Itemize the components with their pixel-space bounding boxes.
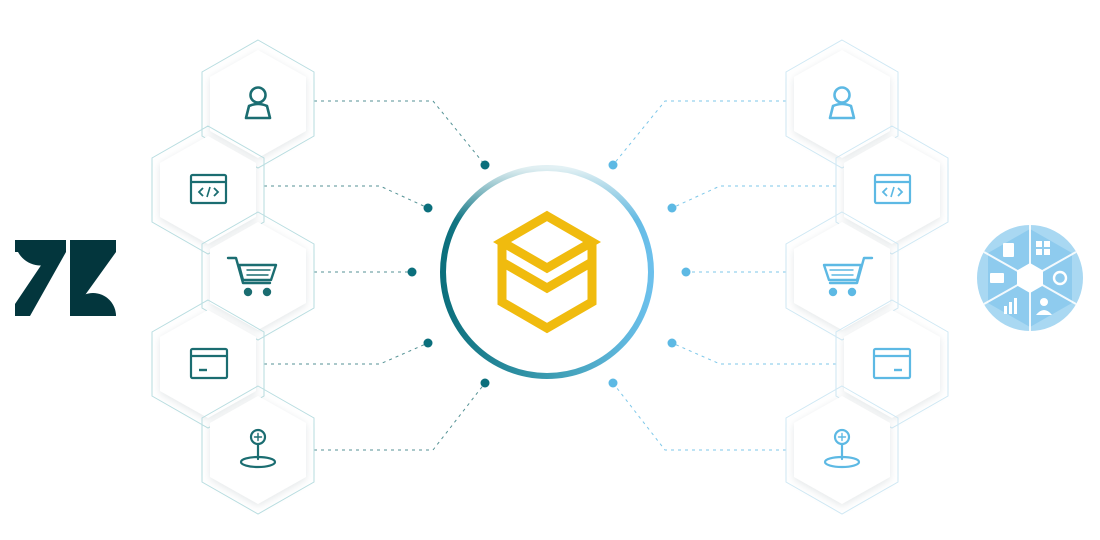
left-entity-code-window: [151, 125, 265, 255]
mail-icon: [990, 273, 1004, 283]
left-entity-location-pin: [201, 385, 315, 515]
left-entity-browser-window: [151, 299, 265, 429]
shopping-cart-icon: [226, 256, 278, 297]
code-window-icon: [189, 173, 228, 205]
connector-dot: [681, 267, 691, 277]
connector-dot: [423, 203, 433, 213]
hex-outer-border: [201, 211, 315, 341]
connector-right-5: [612, 382, 786, 451]
gear-icon: [1052, 270, 1068, 286]
hex-outer-border: [201, 385, 315, 515]
location-pin-icon: [239, 428, 277, 469]
connector-left-2: [264, 185, 429, 209]
right-connectors: [612, 100, 836, 451]
bar-chart-icon: [1004, 298, 1017, 314]
user-icon: [828, 86, 856, 120]
connector-dot: [423, 338, 433, 348]
left-entity-shopping-cart: [201, 211, 315, 341]
hex-tile: [160, 310, 256, 418]
hex-tile: [844, 310, 940, 418]
right-entity-user: [785, 39, 899, 169]
left-entity-user: [201, 39, 315, 169]
right-entity-column: [785, 39, 949, 515]
location-pin-icon: [823, 428, 861, 469]
zendesk-logo: [15, 240, 116, 316]
right-entity-code-window: [835, 125, 949, 255]
left-entity-column: [151, 39, 315, 515]
zendesk-logo-bottom-arc: [70, 293, 116, 316]
hex-tile: [844, 136, 940, 244]
code-window-icon: [873, 173, 912, 205]
center-hub: [439, 164, 655, 380]
connector-right-2: [671, 185, 836, 209]
hex-tile: [794, 222, 890, 330]
logo-center-hex: [1017, 263, 1043, 293]
hex-outer-border: [151, 299, 265, 429]
connector-dot: [667, 338, 677, 348]
connector-dot: [480, 378, 490, 388]
zendesk-logo-top-arc: [15, 240, 66, 266]
connector-dot: [407, 267, 417, 277]
left-connectors: [264, 100, 486, 451]
hex-tile: [210, 222, 306, 330]
connector-dot: [667, 203, 677, 213]
hex-outer-border: [835, 125, 949, 255]
connector-right-4: [671, 342, 836, 365]
hex-outer-border: [151, 125, 265, 255]
right-connector-dots: [608, 160, 691, 388]
hex-tile: [160, 136, 256, 244]
stacked-layers-icon: [493, 210, 601, 334]
user-icon: [244, 86, 272, 120]
hex-outer-border: [785, 385, 899, 515]
connector-right-1: [612, 100, 786, 166]
right-entity-browser-window: [835, 299, 949, 429]
browser-window-icon: [872, 347, 912, 380]
browser-window-icon: [189, 347, 229, 380]
person-icon: [1036, 298, 1052, 315]
right-entity-shopping-cart: [785, 211, 899, 341]
hex-outer-border: [201, 39, 315, 169]
hub-ring-highlight: [439, 164, 655, 380]
document-icon: [1003, 243, 1014, 257]
grid-icon: [1036, 241, 1050, 255]
connector-dot: [608, 160, 618, 170]
connector-left-4: [264, 342, 429, 365]
connector-left-1: [314, 100, 486, 166]
connector-dot: [480, 160, 490, 170]
shopping-cart-icon: [822, 256, 874, 297]
multi-app-circle-logo: [977, 225, 1083, 331]
connector-left-5: [314, 382, 486, 451]
hex-outer-border: [785, 39, 899, 169]
logo-mini-icons: [990, 241, 1068, 315]
hex-outer-border: [785, 211, 899, 341]
connector-dot: [608, 378, 618, 388]
hex-outer-border: [835, 299, 949, 429]
left-connector-dots: [407, 160, 490, 388]
right-entity-location-pin: [785, 385, 899, 515]
